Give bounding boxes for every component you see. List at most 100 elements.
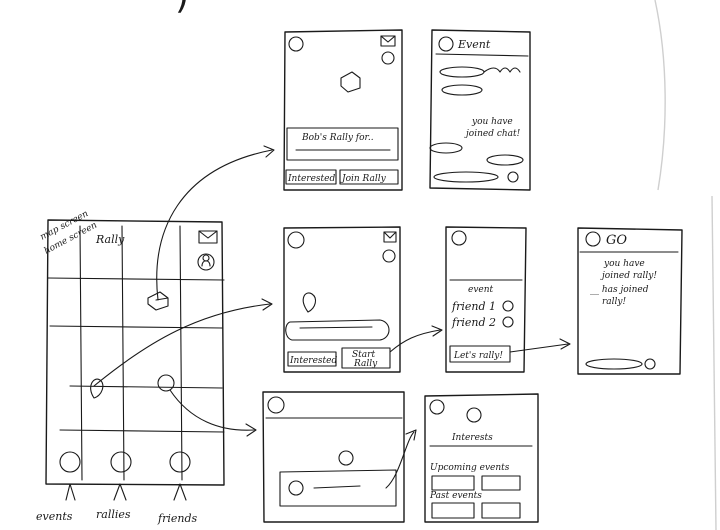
chat-bubble [430, 143, 462, 153]
friend-detail-screen [263, 392, 404, 522]
rallies-tab-label: rallies [96, 508, 131, 521]
back-button-icon[interactable] [586, 232, 600, 246]
rally-detail-phone-frame [284, 30, 402, 190]
event-chat-screen: Event you have joined chat! [430, 30, 530, 190]
friend-row-2-label: friend 2 [451, 316, 496, 329]
map-phone-frame [46, 220, 224, 485]
chat-bubble [440, 67, 484, 77]
rally-chat-msg-1: you have [603, 259, 645, 269]
event-card[interactable] [286, 320, 389, 340]
profile-icon[interactable] [198, 254, 214, 270]
rally-chat-msg-4: rally! [602, 297, 627, 307]
past-events-label: Past events [429, 491, 482, 501]
profile-avatar-icon [467, 408, 481, 422]
map-road [70, 386, 222, 388]
back-button-icon[interactable] [430, 400, 444, 414]
profile-person-glyph [202, 255, 210, 266]
page-header-text: ) ‒‒‒‒‒‒‒‒‒‒‒‒‒ ‒‒‒‒‒‒‒‒‒‒‒ / [175, 0, 720, 17]
friend-card[interactable] [280, 470, 396, 506]
mail-icon[interactable] [384, 232, 396, 242]
back-button-icon[interactable] [452, 231, 466, 245]
rally-card-title: Bob's Rally for.. [301, 133, 374, 143]
map-road [60, 430, 224, 432]
arrow-head [406, 430, 416, 440]
event-chat-title: Event [457, 38, 491, 51]
joined-chat-text-2: joined chat! [464, 129, 521, 139]
profile-screen: Interests Upcoming events Past events [425, 394, 538, 522]
message-input[interactable] [586, 359, 642, 369]
invite-friends-screen: event friend 1 friend 2 Let's rally! [446, 227, 526, 372]
mail-icon[interactable] [199, 231, 217, 243]
friend-avatar-icon [339, 451, 353, 465]
arrow-rally-to-detail [157, 150, 272, 300]
map-search-text: Rally [95, 233, 125, 246]
map-road [48, 278, 224, 280]
rally-chat-msg-2: joined rally! [600, 271, 657, 281]
upcoming-event-card[interactable] [432, 476, 474, 490]
tab-arrows [66, 484, 186, 500]
chat-bubble [487, 155, 523, 165]
chat-bubble [442, 85, 482, 95]
page-edge-curve [655, 0, 665, 190]
rally-chat-phone-frame [578, 228, 682, 374]
interested-label: Interested [287, 174, 335, 184]
friend-1-checkbox[interactable] [503, 301, 513, 311]
back-button-icon[interactable] [289, 37, 303, 51]
rally-marker-icon [341, 72, 360, 92]
event-pin-icon[interactable] [91, 379, 103, 398]
friend-row-1-label: friend 1 [451, 300, 496, 313]
arrow-friend-to-profile [386, 432, 414, 488]
map-home-screen: map screen home screen Rally events rall… [36, 209, 224, 525]
rallies-tab-icon[interactable] [111, 452, 131, 472]
header-divider [436, 54, 528, 56]
joined-chat-text-1: you have [471, 117, 513, 127]
events-tab-icon[interactable] [60, 452, 80, 472]
event-detail-screen: Interested Start Rally [284, 227, 400, 372]
events-tab-label: events [36, 510, 73, 523]
start-rally-label-2: Rally [353, 359, 378, 369]
friends-tab-icon[interactable] [170, 452, 190, 472]
mail-icon[interactable] [381, 36, 395, 46]
rally-chat-screen: GO you have joined rally! __ has joined … [578, 196, 716, 530]
message-input[interactable] [434, 172, 498, 182]
arrow-rally-to-chat [510, 344, 568, 352]
profile-icon[interactable] [382, 52, 394, 64]
past-event-card[interactable] [432, 503, 474, 518]
event-pin-icon [303, 293, 315, 312]
rally-chat-msg-3: __ has joined [590, 285, 649, 295]
page-edge-line [712, 196, 716, 530]
invite-event-label: event [468, 285, 494, 295]
arrow-start-to-invite [390, 330, 440, 352]
upcoming-events-label: Upcoming events [430, 463, 510, 473]
map-road [122, 226, 124, 480]
send-button-icon[interactable] [645, 359, 655, 369]
arrow-friend-to-detail [170, 390, 254, 430]
friend-card-avatar [289, 481, 303, 495]
friend-map-icon[interactable] [158, 375, 174, 391]
friend-detail-phone-frame [263, 392, 404, 522]
send-button-icon[interactable] [508, 172, 518, 182]
interests-label: Interests [451, 433, 493, 443]
map-road [80, 226, 82, 480]
back-button-icon[interactable] [288, 232, 304, 248]
friend-card-line [314, 486, 360, 488]
profile-icon[interactable] [383, 250, 395, 262]
upcoming-event-card[interactable] [482, 476, 520, 490]
chat-scribble [484, 68, 520, 72]
rally-chat-title: GO [606, 233, 627, 248]
join-rally-label: Join Rally [340, 174, 387, 184]
map-road [180, 226, 182, 480]
past-event-card[interactable] [482, 503, 520, 518]
event-card-line [300, 327, 372, 328]
back-button-icon[interactable] [268, 397, 284, 413]
flow-arrows [94, 146, 570, 488]
arrow-pin-to-event [94, 304, 270, 386]
clipped-header: ) ‒‒‒‒‒‒‒‒‒‒‒‒‒ ‒‒‒‒‒‒‒‒‒‒‒ / [0, 0, 720, 190]
interested-label: Interested [289, 356, 337, 366]
rally-detail-screen: Bob's Rally for.. Interested Join Rally [284, 30, 402, 190]
lets-rally-label: Let's rally! [453, 351, 503, 361]
friends-tab-label: friends [157, 512, 197, 525]
friend-2-checkbox[interactable] [503, 317, 513, 327]
back-button-icon[interactable] [439, 37, 453, 51]
